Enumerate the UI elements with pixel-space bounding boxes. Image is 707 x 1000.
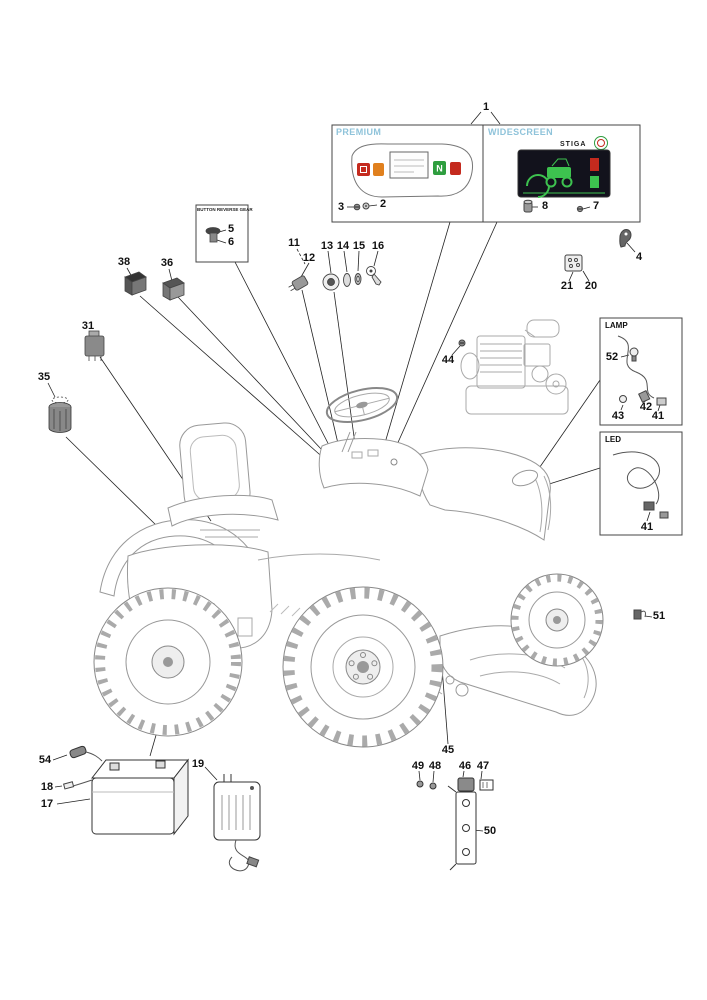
charger-illustration	[213, 774, 261, 872]
bracket-illustration	[416, 777, 494, 871]
part-label-31: 31	[81, 320, 95, 332]
tractor-illustration	[93, 387, 604, 748]
switch-illustrations	[48, 227, 221, 433]
led-kit-illustration	[612, 451, 669, 519]
part-label-19: 19	[191, 758, 205, 770]
part-label-20: 20	[584, 280, 598, 292]
part-label-6: 6	[227, 236, 235, 248]
part-label-15: 15	[352, 240, 366, 252]
part-label-12: 12	[302, 252, 316, 264]
part-label-17: 17	[40, 798, 54, 810]
part-label-38: 38	[117, 256, 131, 268]
part-label-54: 54	[38, 754, 52, 766]
part-label-13: 13	[320, 240, 334, 252]
part-label-4: 4	[635, 251, 643, 263]
battery-illustration	[63, 745, 190, 836]
part-label-45: 45	[441, 744, 455, 756]
part-label-44: 44	[441, 354, 455, 366]
part-label-42: 42	[639, 401, 653, 413]
lamp-kit-illustration	[617, 335, 667, 406]
part-label-51: 51	[652, 610, 666, 622]
part-label-43: 43	[611, 410, 625, 422]
part-label-7: 7	[592, 200, 600, 212]
part-label-1: 1	[482, 101, 490, 113]
part-label-46: 46	[458, 760, 472, 772]
premium-cluster-illustration: N	[351, 143, 474, 198]
neutral-indicator-letter: N	[436, 164, 443, 174]
part-label-2: 2	[379, 198, 387, 210]
part-label-47: 47	[476, 760, 490, 772]
part-label-35: 35	[37, 371, 51, 383]
part-label-18: 18	[40, 781, 54, 793]
widescreen-panel-label: WIDESCREEN	[488, 127, 554, 137]
part-label-41-led: 41	[640, 521, 654, 533]
part-label-21: 21	[560, 280, 574, 292]
led-box-label: LED	[605, 435, 621, 444]
button-reverse-gear-label: BUTTON REVERSE GEAR	[197, 207, 253, 212]
part-label-11: 11	[288, 237, 300, 249]
widescreen-display-illustration: STIGA	[517, 136, 611, 198]
premium-panel-label: PREMIUM	[336, 127, 382, 137]
part-label-50: 50	[483, 825, 497, 837]
part-label-52: 52	[605, 351, 619, 363]
part-label-3: 3	[337, 201, 345, 213]
lamp-box-label: LAMP	[605, 321, 628, 330]
part-label-8: 8	[541, 200, 549, 212]
part-label-49: 49	[411, 760, 425, 772]
part-label-41-lamp: 41	[651, 410, 665, 422]
part-label-36: 36	[160, 257, 174, 269]
stiga-logo-text: STIGA	[560, 141, 586, 148]
panel-boxes	[195, 124, 683, 536]
part-label-48: 48	[428, 760, 442, 772]
part-label-14: 14	[336, 240, 350, 252]
part-label-16: 16	[371, 240, 385, 252]
engine-illustration	[460, 319, 569, 415]
fastener-illustrations	[353, 199, 646, 620]
ignition-parts-illustrations	[288, 266, 382, 292]
part-label-5: 5	[227, 223, 235, 235]
